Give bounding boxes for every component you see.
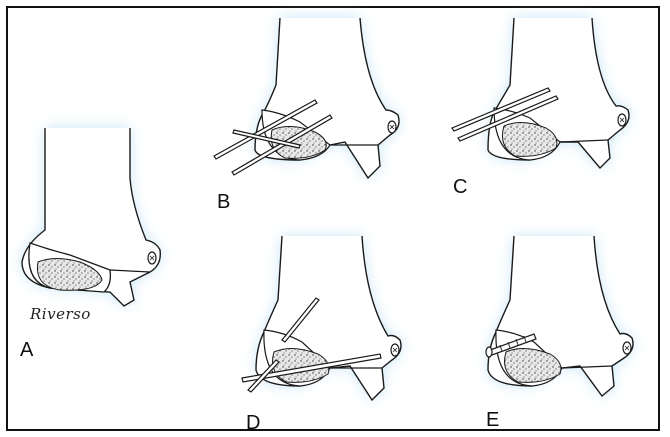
panel-label-b: B bbox=[217, 192, 230, 212]
panel-label-a: A bbox=[20, 340, 33, 360]
panel-e-bone bbox=[488, 236, 633, 396]
artist-signature: Riverso bbox=[30, 305, 91, 323]
panel-label-d: D bbox=[246, 413, 260, 433]
panel-label-c: C bbox=[453, 177, 467, 197]
panel-b-bone bbox=[255, 18, 399, 178]
panel-a-bone bbox=[22, 128, 160, 306]
panel-label-e: E bbox=[486, 410, 499, 430]
panel-c-bone bbox=[488, 18, 629, 168]
